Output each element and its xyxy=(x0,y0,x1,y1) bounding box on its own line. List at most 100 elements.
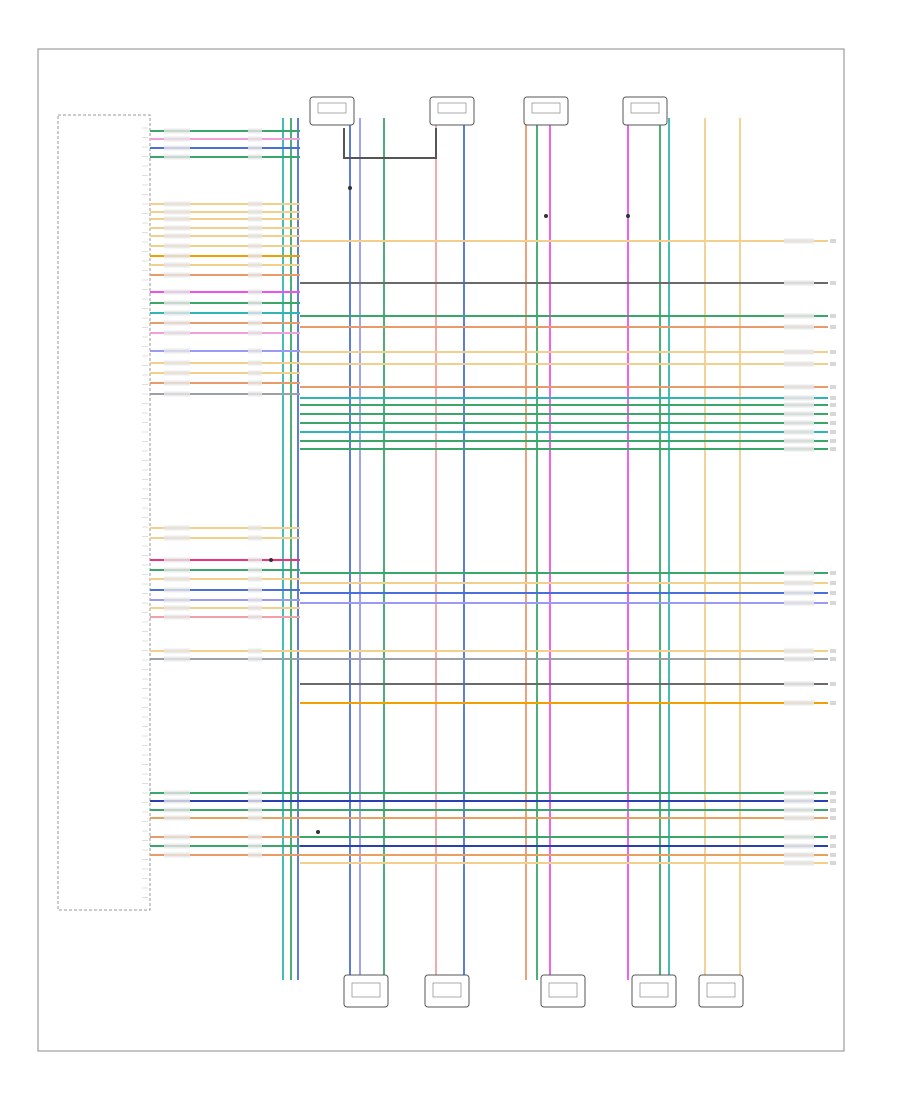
circuit-number-box xyxy=(248,330,262,336)
circuit-number-box xyxy=(248,320,262,326)
right-wire-label-box xyxy=(784,438,814,444)
circuit-number-box xyxy=(248,225,262,231)
circuit-number-box xyxy=(248,815,262,821)
right-wire-label-box xyxy=(784,860,814,866)
circuit-number-box xyxy=(248,209,262,215)
circuit-number-box xyxy=(248,798,262,804)
circuit-number-box xyxy=(248,807,262,813)
wire-label-box xyxy=(164,225,190,231)
wire-end-marker xyxy=(830,430,836,434)
wire-label-box xyxy=(164,656,190,662)
splice-dot xyxy=(544,214,548,218)
right-wire-label-box xyxy=(784,349,814,355)
wire-label-box xyxy=(164,391,190,397)
splice-dot xyxy=(269,558,273,562)
wire-label-box xyxy=(164,834,190,840)
pin-column xyxy=(142,127,148,898)
wire-end-marker xyxy=(830,581,836,585)
wire-end-marker xyxy=(830,439,836,443)
ground-link xyxy=(343,128,437,159)
wire-label-box xyxy=(164,567,190,573)
right-wire-label-box xyxy=(784,411,814,417)
top-sensor xyxy=(429,96,475,126)
wire-label-box xyxy=(164,243,190,249)
wire-end-marker xyxy=(830,853,836,857)
right-wire-label-box xyxy=(784,790,814,796)
circuit-number-box xyxy=(248,262,262,268)
circuit-number-box xyxy=(248,145,262,151)
wire-label-box xyxy=(164,320,190,326)
wire-end-marker xyxy=(830,325,836,329)
wire-label-box xyxy=(164,843,190,849)
wire-label-box xyxy=(164,790,190,796)
bottom-sensor-window xyxy=(351,982,381,998)
circuit-number-box xyxy=(248,128,262,134)
wire-label-box xyxy=(164,272,190,278)
circuit-number-box xyxy=(248,243,262,249)
wire-label-box xyxy=(164,807,190,813)
circuit-number-box xyxy=(248,557,262,563)
wire-label-box xyxy=(164,209,190,215)
wire-label-box xyxy=(164,216,190,222)
bottom-components xyxy=(343,974,744,1008)
circuit-number-box xyxy=(248,587,262,593)
wire-label-box xyxy=(164,201,190,207)
circuit-number-box xyxy=(248,790,262,796)
wire-end-marker xyxy=(830,861,836,865)
right-wire-label-box xyxy=(784,570,814,576)
top-sensor xyxy=(523,96,569,126)
wire-label-box xyxy=(164,145,190,151)
top-sensor xyxy=(309,96,355,126)
wire-end-marker xyxy=(830,799,836,803)
circuit-number-box xyxy=(248,233,262,239)
wire-label-box xyxy=(164,330,190,336)
wire-label-box xyxy=(164,289,190,295)
wire-label-box xyxy=(164,535,190,541)
right-wire-label-box xyxy=(784,700,814,706)
wire-label-box xyxy=(164,614,190,620)
right-wire-label-box xyxy=(784,843,814,849)
right-wire-label-box xyxy=(784,648,814,654)
circuit-number-box xyxy=(248,216,262,222)
circuit-number-box xyxy=(248,614,262,620)
wire-end-marker xyxy=(830,571,836,575)
wire-label-box xyxy=(164,253,190,259)
right-wire-label-box xyxy=(784,238,814,244)
circuit-number-box xyxy=(248,656,262,662)
right-wire-label-box xyxy=(784,600,814,606)
wire-end-marker xyxy=(830,591,836,595)
wire-end-marker xyxy=(830,447,836,451)
circuit-number-box xyxy=(248,310,262,316)
control-module-outline xyxy=(57,114,151,911)
wire-label-box xyxy=(164,360,190,366)
wire-end-marker xyxy=(830,808,836,812)
bottom-sensor-window xyxy=(432,982,462,998)
bottom-sensor xyxy=(343,974,389,1008)
right-wire-label-box xyxy=(784,834,814,840)
circuit-number-box xyxy=(248,576,262,582)
right-wire-label-box xyxy=(784,590,814,596)
top-sensor-window xyxy=(437,102,467,114)
wire-label-box xyxy=(164,597,190,603)
wire-label-box xyxy=(164,262,190,268)
circuit-number-box xyxy=(248,289,262,295)
right-wire-label-box xyxy=(784,395,814,401)
wire-end-marker xyxy=(830,239,836,243)
bottom-sensor xyxy=(631,974,677,1008)
circuit-number-box xyxy=(248,272,262,278)
wire-label-box xyxy=(164,648,190,654)
bottom-sensor-window xyxy=(548,982,578,998)
wire-label-box xyxy=(164,154,190,160)
circuit-number-box xyxy=(248,360,262,366)
wire-label-box xyxy=(164,380,190,386)
right-wire-label-box xyxy=(784,420,814,426)
right-wire-label-box xyxy=(784,807,814,813)
wire-end-marker xyxy=(830,601,836,605)
right-wire-label-box xyxy=(784,815,814,821)
wire-label-box xyxy=(164,557,190,563)
wire-label-box xyxy=(164,815,190,821)
circuit-number-box xyxy=(248,370,262,376)
bottom-sensor xyxy=(540,974,586,1008)
circuit-number-box xyxy=(248,348,262,354)
wire-end-marker xyxy=(830,412,836,416)
